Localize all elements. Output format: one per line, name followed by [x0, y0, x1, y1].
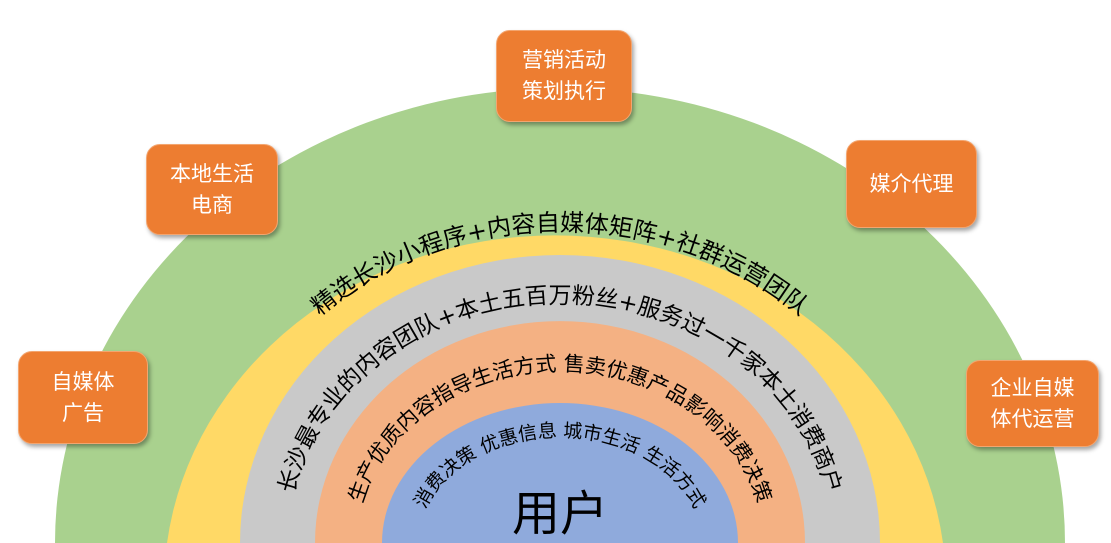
marketing-box: 营销活动 策划执行 [496, 30, 632, 122]
center-label: 用户 [512, 486, 608, 542]
ring-blue [382, 403, 738, 543]
self-media-ad-box: 自媒体 广告 [18, 351, 148, 444]
enterprise-operation-box: 企业自媒 体代运营 [966, 360, 1099, 447]
media-agency-box: 媒介代理 [846, 140, 977, 228]
local-ecommerce-box: 本地生活 电商 [146, 144, 278, 235]
